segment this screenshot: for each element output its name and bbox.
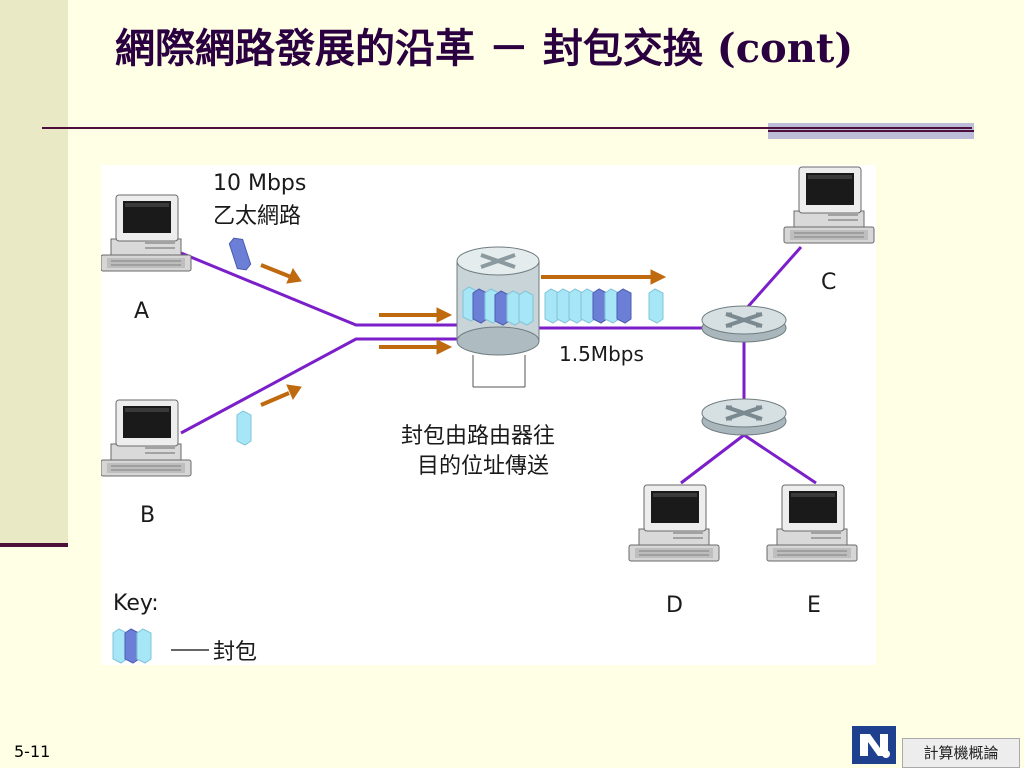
router-caption-line1: 封包由路由器往: [401, 424, 555, 449]
ethernet-label: 乙太網路: [213, 204, 301, 229]
network-links: [180, 246, 817, 485]
slide-title: 網際網路發展的沿革 － 封包交換 (cont): [115, 25, 854, 72]
ethernet-speed-label: 10 Mbps: [213, 171, 306, 196]
title-accent-line: [768, 130, 974, 132]
node-label-d: D: [666, 593, 683, 618]
link-packets: [544, 288, 664, 324]
slide-number: 5-11: [14, 742, 51, 761]
node-label-e: E: [807, 593, 821, 618]
node-label-a: A: [134, 299, 149, 324]
router-lower-icon: [700, 397, 788, 437]
left-decor-line: [0, 543, 68, 547]
packet-flow-arrows: [260, 263, 667, 407]
router-upper-icon: [700, 304, 788, 344]
computer-b-icon: [100, 399, 192, 477]
course-label: 計算機概論: [902, 738, 1020, 768]
ethernet-packet-a: [227, 235, 253, 273]
key-packet-icon: [112, 628, 152, 664]
computer-d-icon: [628, 484, 720, 562]
ethernet-packet-b: [236, 410, 252, 446]
node-label-c: C: [821, 270, 836, 295]
university-logo-icon: [852, 726, 896, 764]
node-label-b: B: [140, 503, 155, 528]
computer-a-icon: [100, 194, 192, 272]
left-decor-strip: [0, 0, 68, 545]
key-title: Key:: [113, 591, 159, 616]
key-item-label: 封包: [213, 640, 257, 665]
computer-e-icon: [766, 484, 858, 562]
computer-c-icon: [783, 166, 875, 244]
router-queued-packets: [462, 286, 534, 326]
router-caption-line2: 目的位址傳送: [417, 454, 549, 479]
title-underline: [42, 127, 972, 129]
link-speed-label: 1.5Mbps: [559, 342, 644, 366]
packet-switching-diagram: 10 Mbps 乙太網路 1.5Mbps 封包由路由器往 目的位址傳送 A B …: [100, 165, 876, 665]
